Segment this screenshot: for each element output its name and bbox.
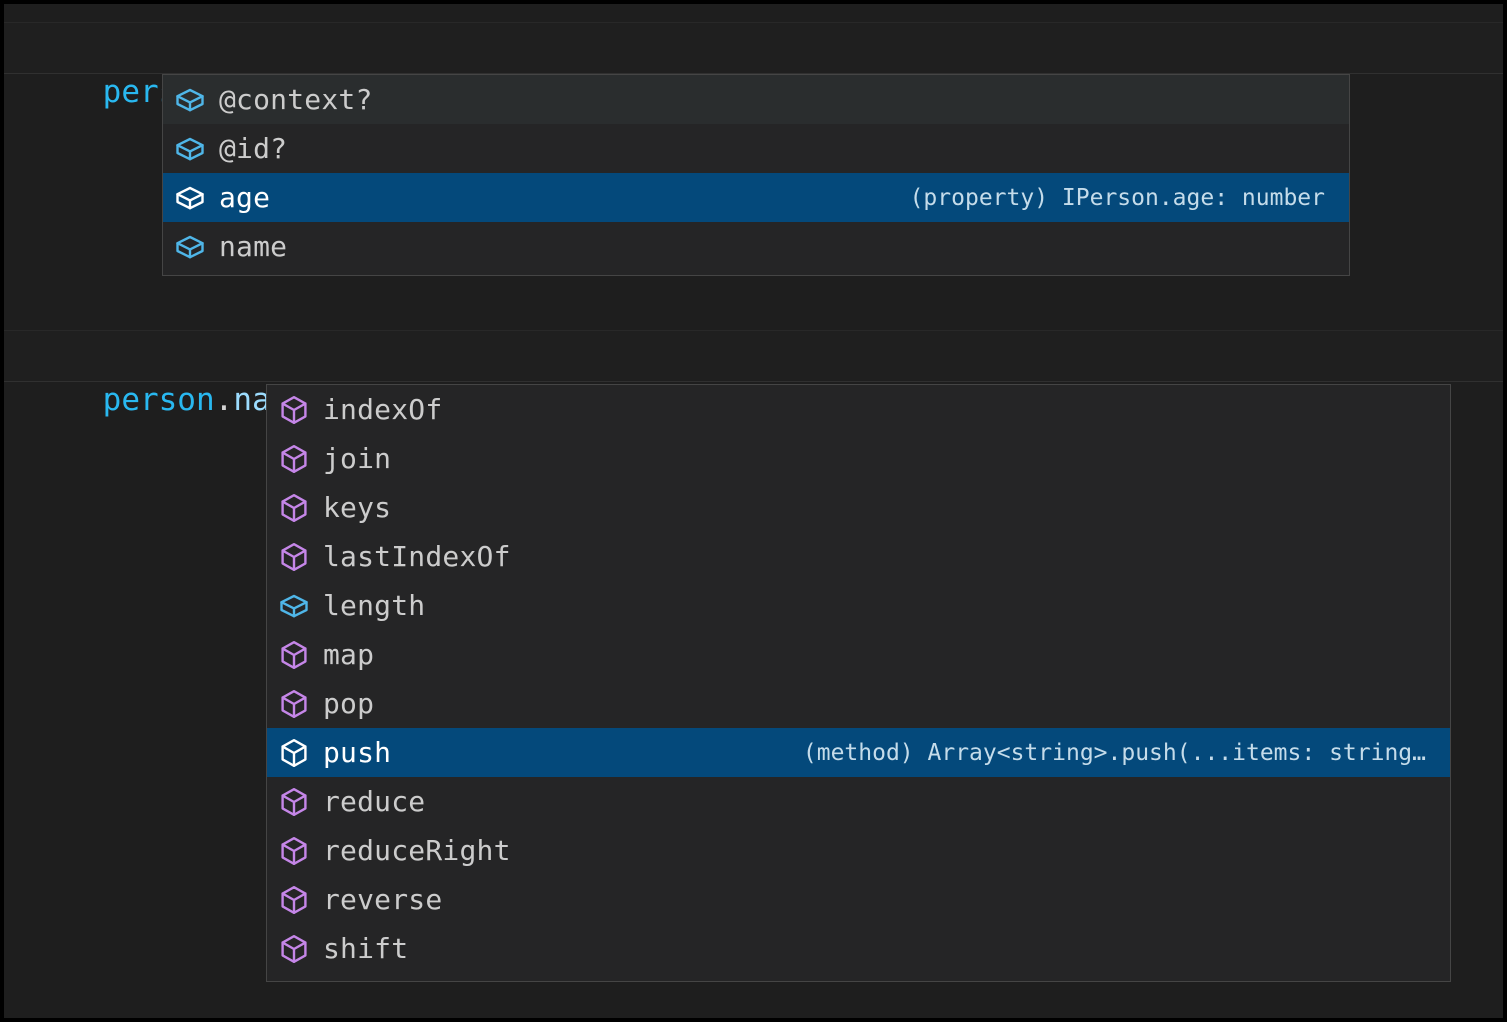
property-cube-icon — [176, 186, 204, 209]
suggest-item-reduceright[interactable]: reduceRight — [267, 826, 1450, 875]
method-cube-icon — [281, 836, 307, 865]
current-line-highlight-1 — [4, 22, 1503, 74]
suggest-item-label: lastIndexOf — [323, 540, 511, 573]
suggest-item-shift[interactable]: shift — [267, 924, 1450, 973]
suggest-item-lastindexof[interactable]: lastIndexOf — [267, 532, 1450, 581]
suggest-item-age[interactable]: age (property) IPerson.age: number — [163, 173, 1349, 222]
suggest-item-label: reduceRight — [323, 834, 511, 867]
method-cube-icon — [281, 640, 307, 669]
suggest-item-label: name — [219, 230, 288, 263]
suggest-item-indexof[interactable]: indexOf — [267, 385, 1450, 434]
property-cube-icon — [176, 235, 204, 258]
suggest-item-label: keys — [323, 491, 392, 524]
suggest-item-label: pop — [323, 687, 375, 720]
code-line-1[interactable]: person.; — [4, 26, 1503, 111]
method-cube-icon — [281, 787, 307, 816]
suggest-item-map[interactable]: map — [267, 630, 1450, 679]
method-cube-icon — [281, 542, 307, 571]
suggest-item-label: @id? — [219, 132, 288, 165]
property-cube-icon — [176, 137, 204, 160]
suggest-item-label: @context? — [219, 83, 373, 116]
code-token-punctuation: . — [214, 382, 234, 418]
suggest-item-label: push — [323, 736, 392, 769]
suggest-item-pop[interactable]: pop — [267, 679, 1450, 728]
suggest-item-reverse[interactable]: reverse — [267, 875, 1450, 924]
method-cube-icon — [281, 934, 307, 963]
suggest-item-detail: (method) Array<string>.push(...items: st… — [802, 739, 1426, 766]
suggest-item-label: join — [323, 442, 392, 475]
method-cube-icon — [281, 689, 307, 718]
method-cube-icon — [281, 493, 307, 522]
suggest-item-label: indexOf — [323, 393, 443, 426]
code-token-variable: person — [102, 382, 215, 418]
suggest-item-reduce[interactable]: reduce — [267, 777, 1450, 826]
suggest-item-push[interactable]: push (method) Array<string>.push(...items… — [267, 728, 1450, 777]
suggest-item-label: shift — [323, 932, 409, 965]
suggest-item-id[interactable]: @id? — [163, 124, 1349, 173]
suggest-widget-properties[interactable]: @context? @id? age (property) IPerson.age: … — [162, 74, 1350, 276]
suggest-item-detail: (property) IPerson.age: number — [909, 184, 1325, 211]
suggest-item-label: map — [323, 638, 375, 671]
suggest-item-label: length — [323, 589, 426, 622]
method-cube-icon — [281, 395, 307, 424]
suggest-item-context[interactable]: @context? — [163, 75, 1349, 124]
method-cube-icon — [281, 885, 307, 914]
suggest-item-name[interactable]: name — [163, 222, 1349, 271]
method-cube-icon — [281, 738, 307, 767]
suggest-item-label: reduce — [323, 785, 426, 818]
property-cube-icon — [280, 594, 308, 617]
suggest-item-label: reverse — [323, 883, 443, 916]
suggest-widget-array-methods[interactable]: indexOf join keys lastIndexOf length map pop pu… — [266, 384, 1451, 982]
property-cube-icon — [176, 88, 204, 111]
suggest-item-length[interactable]: length — [267, 581, 1450, 630]
method-cube-icon — [281, 444, 307, 473]
current-line-highlight-2 — [4, 330, 1503, 382]
suggest-item-label: age — [219, 181, 271, 214]
code-line-2[interactable]: person.name.; — [4, 334, 1503, 419]
code-editor[interactable]: person.; @context? @id? age (property) IPer… — [4, 4, 1503, 1018]
suggest-item-join[interactable]: join — [267, 434, 1450, 483]
suggest-item-keys[interactable]: keys — [267, 483, 1450, 532]
